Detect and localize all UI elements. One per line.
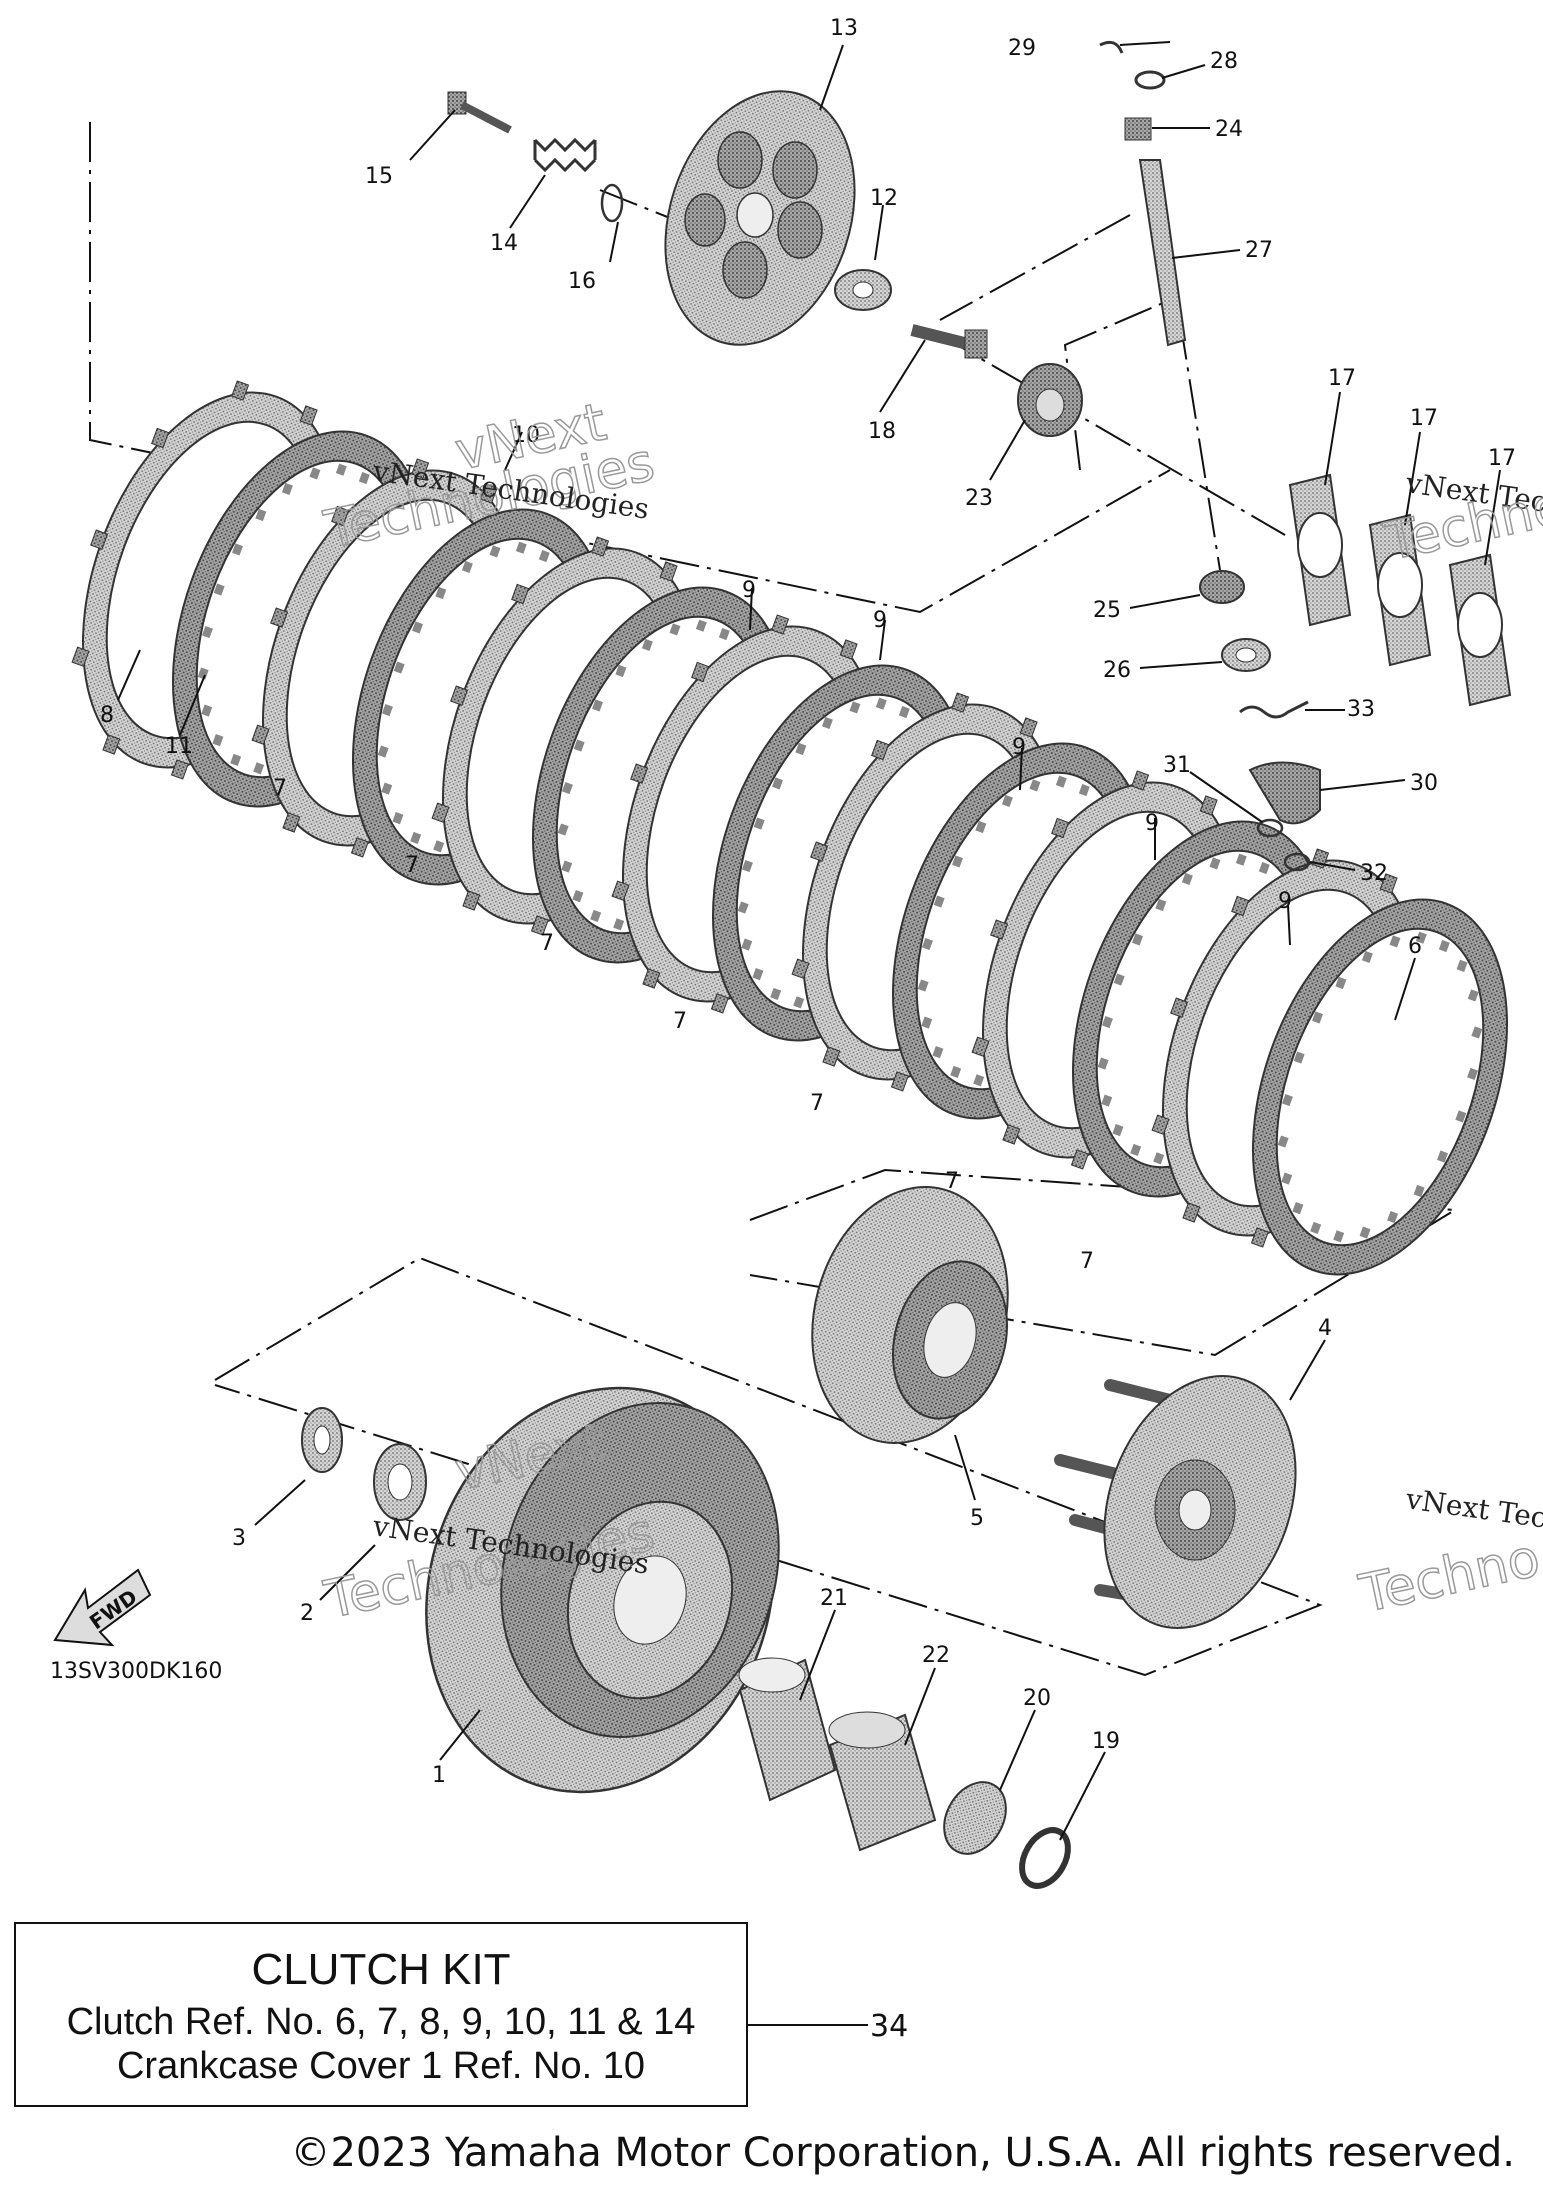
callout-7a: 7	[273, 776, 287, 801]
bearing-25	[1199, 570, 1245, 604]
callout-21: 21	[820, 1586, 848, 1611]
callout-31: 31	[1163, 753, 1191, 778]
bolt-18	[910, 324, 988, 359]
callout-11: 11	[165, 734, 193, 759]
callout-4: 4	[1318, 1316, 1332, 1341]
callout-20: 20	[1023, 1686, 1051, 1711]
callout-10: 10	[512, 423, 540, 448]
clutch-plate	[1252, 898, 1508, 1276]
spring-33	[1239, 700, 1309, 719]
callout-12: 12	[870, 186, 898, 211]
clutch-housing-1	[425, 1386, 780, 1794]
bolt-15	[447, 91, 512, 134]
clutch-kit-ref-number: 34	[870, 2009, 909, 2044]
callout-9c: 9	[1012, 735, 1026, 760]
sleeve-21	[738, 1657, 837, 1802]
ring-16	[600, 183, 624, 223]
callout-9e: 9	[1278, 889, 1292, 914]
bushing-24	[1124, 117, 1152, 141]
callout-3: 3	[232, 1526, 246, 1551]
callout-5: 5	[970, 1506, 984, 1531]
callout-26: 26	[1103, 658, 1131, 683]
callout-17c: 17	[1488, 446, 1516, 471]
callout-7f: 7	[945, 1169, 959, 1194]
watermark-partial-2: vNext Tec	[1403, 1482, 1543, 1535]
callout-9d: 9	[1145, 811, 1159, 836]
clutch-kit-title: CLUTCH KIT	[251, 1945, 511, 1994]
callout-13: 13	[830, 16, 858, 41]
clutch-plates	[71, 380, 1508, 1276]
callout-24: 24	[1215, 117, 1243, 142]
ring-31	[1256, 818, 1284, 838]
fwd-arrow-icon: FWD	[53, 1568, 152, 1647]
leader-lines	[117, 41, 1501, 1841]
pressure-plate-13	[664, 90, 856, 346]
callout-25: 25	[1093, 598, 1121, 623]
callout-17a: 17	[1328, 366, 1356, 391]
push-rod-27	[1138, 159, 1187, 347]
callout-17b: 17	[1410, 406, 1438, 431]
callout-6: 6	[1408, 934, 1422, 959]
washer-28	[1134, 70, 1166, 90]
callout-7d: 7	[673, 1009, 687, 1034]
callout-23: 23	[965, 486, 993, 511]
callout-32: 32	[1360, 861, 1388, 886]
sleeve-22	[828, 1711, 937, 1852]
spring-14	[533, 137, 597, 173]
clutch-kit-box: CLUTCH KIT Clutch Ref. No. 6, 7, 8, 9, 1…	[14, 1922, 748, 2107]
clutch-kit-line2: Crankcase Cover 1 Ref. No. 10	[116, 2045, 645, 2087]
diagram-code: 13SV300DK160	[50, 1659, 223, 1684]
callout-14: 14	[490, 231, 518, 256]
clutch-kit-line1: Clutch Ref. No. 6, 7, 8, 9, 10, 11 & 14	[66, 2001, 696, 2043]
callout-2: 2	[300, 1601, 314, 1626]
callout-numbers: 1 2 3 4 5 6 7 7 7 7 7 7 7 8 9 9 9 9 9 10…	[100, 16, 1516, 1788]
callout-28: 28	[1210, 49, 1238, 74]
callout-27: 27	[1245, 238, 1273, 263]
callout-7b: 7	[405, 853, 419, 878]
callout-33: 33	[1347, 697, 1375, 722]
callout-8: 8	[100, 703, 114, 728]
callout-15: 15	[365, 164, 393, 189]
watermark-partial-outline-2: Techno	[1354, 1528, 1543, 1625]
clip-29	[1099, 40, 1124, 54]
callout-19: 19	[1092, 1729, 1120, 1754]
clutch-boss-5	[811, 1186, 1009, 1444]
washer-20	[943, 1781, 1007, 1855]
callout-7g: 7	[1080, 1249, 1094, 1274]
callout-18: 18	[868, 419, 896, 444]
callout-16: 16	[568, 269, 596, 294]
ring-19	[1019, 1827, 1071, 1889]
callout-30: 30	[1410, 771, 1438, 796]
pressure-plate-4	[1054, 1375, 1297, 1629]
tab-plates-17	[1288, 473, 1512, 707]
callout-1: 1	[432, 1763, 446, 1788]
callout-7c: 7	[540, 931, 554, 956]
copyright: ©2023 Yamaha Motor Corporation, U.S.A. A…	[290, 2130, 1515, 2176]
callout-7e: 7	[810, 1091, 824, 1116]
callout-9b: 9	[873, 608, 887, 633]
ring-32	[1283, 852, 1311, 872]
callout-22: 22	[922, 1643, 950, 1668]
callout-29: 29	[1008, 36, 1036, 61]
lever-30	[1248, 761, 1321, 825]
callout-9a: 9	[742, 578, 756, 603]
